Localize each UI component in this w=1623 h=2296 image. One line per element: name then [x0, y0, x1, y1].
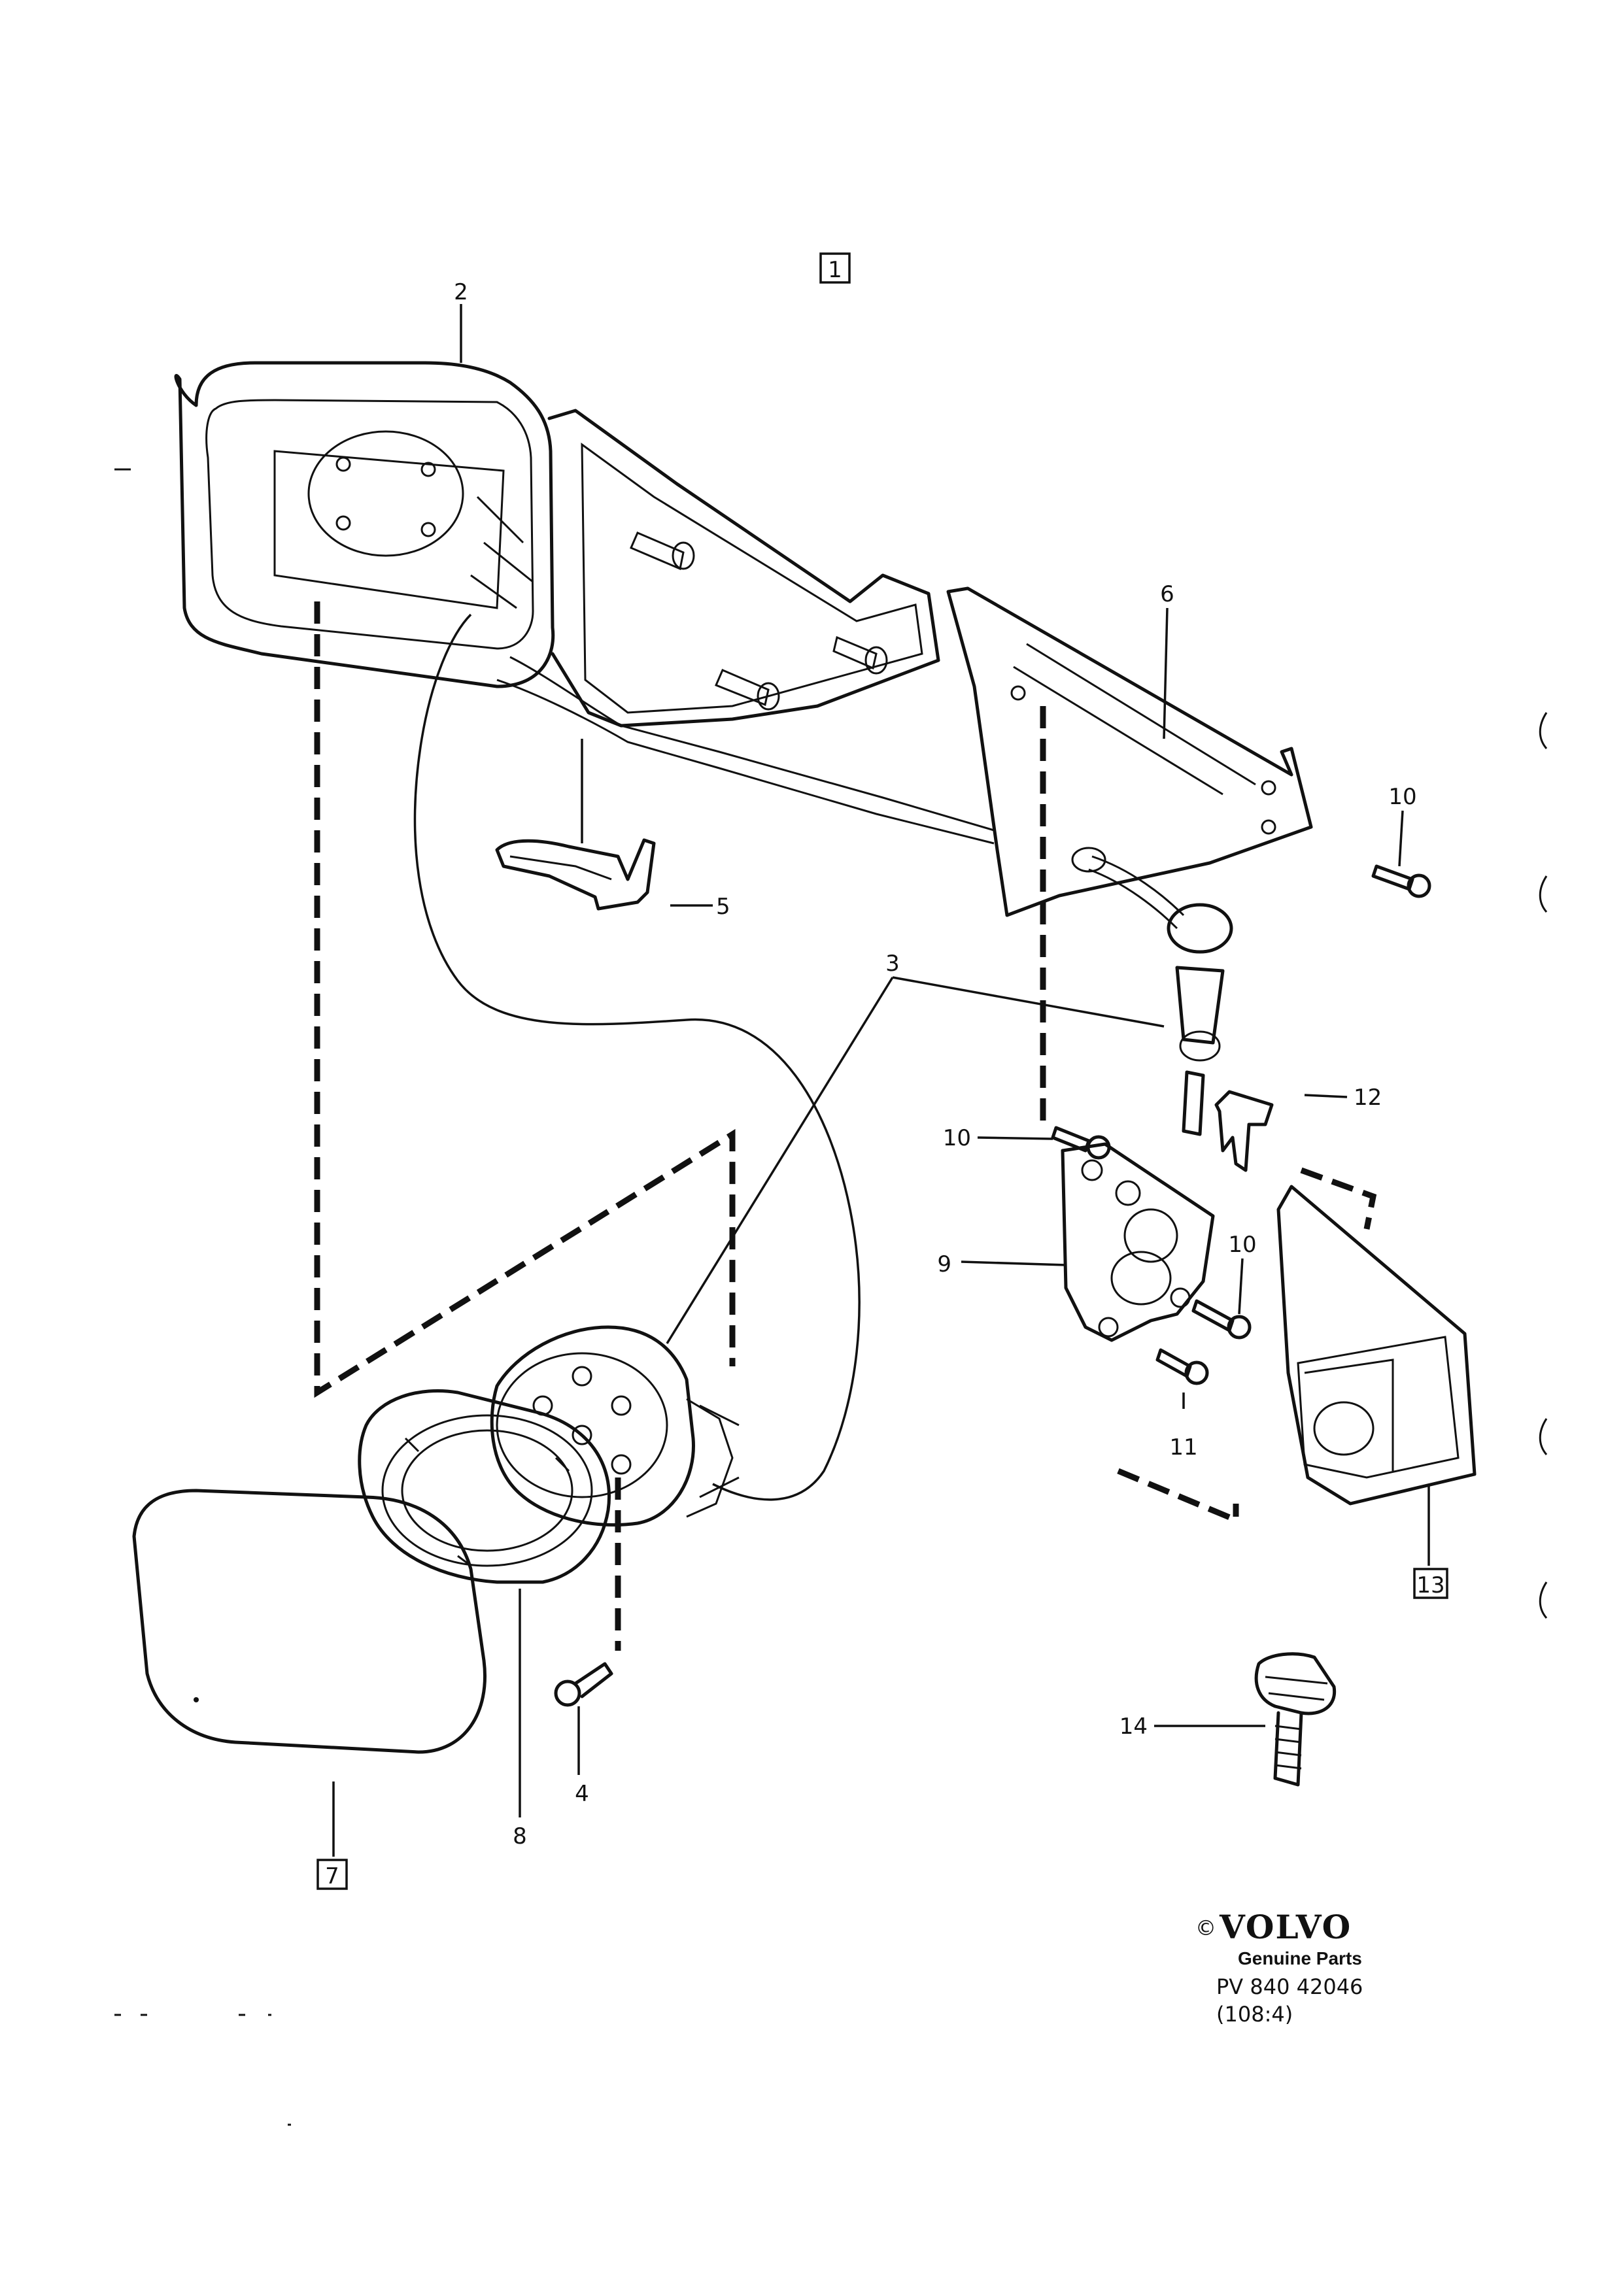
screw-part-10-upper [1371, 864, 1431, 898]
clip-part-5 [495, 838, 656, 911]
label-13: 13 [1416, 1572, 1444, 1598]
screw-part-11 [1155, 1348, 1209, 1385]
label-1: 1 [828, 257, 842, 283]
genuine-parts-text: Genuine Parts [1238, 1948, 1362, 1968]
label-box-13 [1413, 1568, 1448, 1599]
label-10-upper: 10 [1388, 784, 1416, 810]
screw-part-10-right [1191, 1299, 1252, 1340]
bracket-part-9 [1061, 1142, 1215, 1342]
screw-part-10-left [1051, 1126, 1111, 1160]
label-9: 9 [937, 1251, 951, 1277]
label-6: 6 [1160, 581, 1174, 607]
label-4: 4 [575, 1781, 589, 1807]
cover-part-13 [1276, 1185, 1477, 1506]
label-3: 3 [885, 951, 900, 977]
label-box-7 [316, 1859, 348, 1890]
part-code: PV 840 42046 [1216, 1974, 1363, 1999]
clip-part-12 [1214, 1090, 1274, 1172]
leader-lines [332, 304, 1430, 1857]
assembly-lines [314, 601, 1377, 1651]
callout-labels: 1 2 3 4 5 6 7 8 9 10 10 10 11 12 13 14 [316, 252, 1448, 1890]
connector-part-3 [1167, 903, 1233, 1136]
brand-logo: VOLVO [1219, 1908, 1352, 1946]
label-11: 11 [1169, 1434, 1197, 1460]
arm-boss [630, 532, 888, 711]
screw-part-4 [554, 1662, 613, 1707]
label-8: 8 [513, 1823, 527, 1849]
label-10-right: 10 [1228, 1232, 1256, 1258]
label-7: 7 [325, 1863, 339, 1889]
scan-marks [114, 468, 1548, 2126]
wiring-cable [413, 613, 861, 1501]
mirror-glass [132, 1489, 487, 1754]
screw-part-14 [1254, 1652, 1337, 1787]
label-14: 14 [1119, 1714, 1148, 1740]
reference-code: (108:4) [1216, 2002, 1293, 2027]
retaining-ring [358, 1389, 611, 1584]
label-12: 12 [1354, 1085, 1382, 1111]
copyright-symbol: © [1195, 1916, 1216, 1940]
label-box-1 [819, 252, 851, 284]
adjusting-motor [490, 1325, 740, 1527]
mirror-housing [174, 361, 995, 845]
label-2: 2 [454, 279, 468, 305]
label-5: 5 [716, 894, 730, 920]
mounting-plate [946, 586, 1313, 930]
label-10-left: 10 [943, 1125, 971, 1151]
brand-footer: © VOLVO Genuine Parts PV 840 42046 (108:… [1195, 1908, 1363, 2027]
